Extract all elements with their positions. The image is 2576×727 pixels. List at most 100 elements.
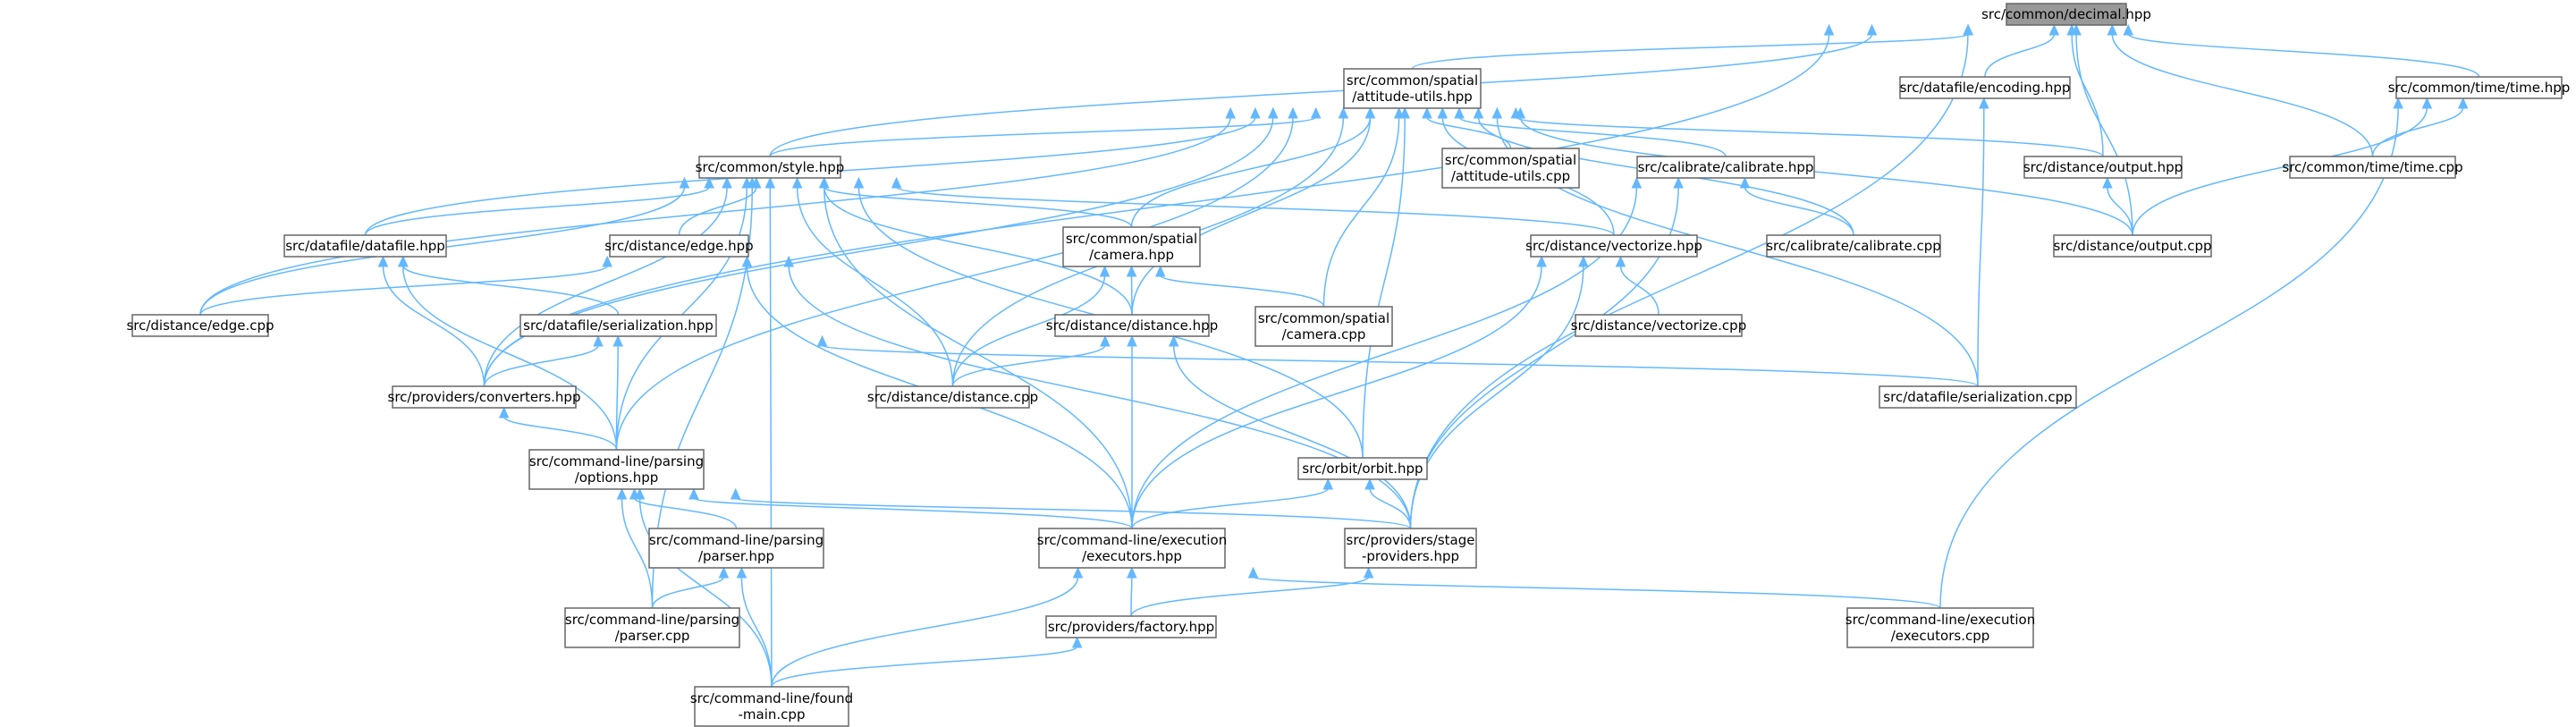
node-label-line: src/common/spatial	[1347, 72, 1478, 89]
arrowhead-icon	[1310, 106, 1322, 119]
node-parser-cpp[interactable]: src/command-line/parsing/parser.cpp	[564, 607, 740, 648]
node-out-cpp[interactable]: src/distance/output.cpp	[2053, 234, 2212, 258]
node-time-cpp[interactable]: src/common/time/time.cpp	[2282, 156, 2463, 179]
node-vec-cpp[interactable]: src/distance/vectorize.cpp	[1571, 314, 1746, 337]
arrowhead-icon	[722, 176, 732, 189]
node-edge-hpp[interactable]: src/distance/edge.hpp	[604, 234, 754, 258]
arrowhead-icon	[791, 176, 803, 189]
node-label-line: src/distance/output.cpp	[2053, 238, 2211, 254]
edge-line	[771, 646, 1078, 688]
arrowhead-icon	[1536, 255, 1547, 267]
node-box	[694, 686, 849, 727]
edge-cam_cpp-includes-au_hpp	[1322, 106, 1405, 308]
arrowhead-icon	[616, 487, 628, 500]
edge-out_hpp-includes-au_hpp	[1510, 106, 2104, 157]
node-orbit-hpp[interactable]: src/orbit/orbit.hpp	[1297, 457, 1428, 480]
node-box	[1343, 68, 1482, 109]
edge-main_cpp-includes-parser_hpp	[736, 566, 773, 688]
edge-style-includes-au_hpp	[769, 106, 1322, 157]
edge-line	[1744, 186, 1854, 236]
arrowhead-icon	[1739, 176, 1751, 189]
node-label-line: src/command-line/parsing	[649, 532, 823, 548]
edge-time_cpp-includes-decimal	[2107, 23, 2374, 157]
node-df-hpp[interactable]: src/datafile/datafile.hpp	[283, 234, 447, 258]
arrowhead-icon	[818, 176, 830, 189]
node-parser-hpp[interactable]: src/command-line/parsing/parser.hpp	[648, 528, 824, 569]
node-edge-cpp[interactable]: src/distance/edge.cpp	[126, 314, 274, 337]
arrowhead-icon	[1071, 636, 1083, 648]
node-stage-hpp[interactable]: src/providers/stage-providers.hpp	[1344, 528, 1477, 569]
node-main-cpp[interactable]: src/command-line/found-main.cpp	[690, 686, 853, 727]
arrowhead-icon	[1578, 255, 1589, 267]
edge-dist_cpp-includes-cam_hpp	[951, 265, 1111, 387]
node-dist-cpp[interactable]: src/distance/distance.cpp	[867, 385, 1038, 409]
node-label-line: src/common/style.hpp	[696, 159, 845, 175]
node-calib-cpp[interactable]: src/calibrate/calibrate.cpp	[1766, 234, 1941, 258]
edge-calib_cpp-includes-calib_hpp	[1739, 176, 1854, 236]
node-vec-hpp[interactable]: src/distance/vectorize.hpp	[1525, 234, 1702, 258]
edge-line	[823, 186, 1133, 316]
node-cam-cpp[interactable]: src/common/spatial/camera.cpp	[1254, 306, 1393, 347]
node-label-line: src/distance/distance.cpp	[867, 389, 1038, 405]
edge-line	[382, 265, 486, 387]
edge-factory_hpp-includes-exec_hpp	[1127, 566, 1137, 617]
edge-line	[796, 186, 954, 387]
node-opt-hpp[interactable]: src/command-line/parsing/options.hpp	[528, 449, 705, 490]
node-box	[1062, 226, 1201, 267]
edge-time_cpp-includes-time_hpp	[2371, 97, 2469, 157]
edge-line	[771, 576, 1079, 688]
node-decimal[interactable]: src/common/decimal.hpp	[1981, 3, 2151, 26]
arrowhead-icon	[1473, 106, 1484, 119]
node-label-line: src/providers/stage	[1347, 532, 1475, 548]
arrowhead-icon	[1338, 106, 1349, 119]
edge-line	[1619, 265, 1660, 316]
node-label-line: src/distance/vectorize.hpp	[1525, 238, 1702, 254]
node-calib-hpp[interactable]: src/calibrate/calibrate.hpp	[1636, 156, 1815, 179]
node-ser-hpp[interactable]: src/datafile/serialization.hpp	[519, 314, 717, 337]
node-exec-hpp[interactable]: src/command-line/execution/executors.hpp	[1037, 528, 1227, 569]
edge-dist_hpp-includes-cam_hpp	[1126, 265, 1137, 316]
node-cam-hpp[interactable]: src/common/spatial/camera.hpp	[1062, 226, 1201, 267]
arrowhead-icon	[1363, 566, 1374, 579]
edge-line	[615, 116, 1294, 451]
edge-line	[2111, 33, 2374, 157]
node-label-line: src/common/decimal.hpp	[1981, 6, 2151, 22]
node-label-line: src/common/spatial	[1445, 152, 1576, 168]
arrowhead-icon	[1268, 106, 1279, 119]
arrowhead-icon	[1454, 106, 1465, 119]
node-encoding[interactable]: src/datafile/encoding.hpp	[1899, 76, 2071, 99]
edge-edge_cpp-includes-edge_hpp	[199, 255, 612, 316]
edge-stage_hpp-includes-opt_hpp	[730, 487, 1412, 529]
node-out-hpp[interactable]: src/distance/output.hpp	[2023, 156, 2183, 179]
node-ser-cpp[interactable]: src/datafile/serialization.cpp	[1879, 385, 2077, 409]
node-dist-hpp[interactable]: src/distance/distance.hpp	[1046, 314, 1218, 337]
node-exec-cpp[interactable]: src/command-line/execution/executors.cpp	[1845, 607, 2035, 648]
node-au-hpp[interactable]: src/common/spatial/attitude-utils.hpp	[1343, 68, 1482, 109]
edge-line	[1131, 487, 1330, 529]
node-label-line: src/command-line/execution	[1037, 532, 1227, 548]
edge-edge_cpp-includes-au_hpp	[199, 106, 1236, 316]
edge-parser_hpp-includes-opt_hpp	[629, 487, 738, 529]
edge-parser_cpp-includes-opt_hpp	[616, 487, 654, 609]
edge-au_cpp-includes-au_hpp	[1422, 106, 1512, 149]
arrowhead-icon	[764, 176, 776, 189]
node-box	[1344, 528, 1477, 569]
edge-exec_hpp-includes-orbit_hpp	[1131, 478, 1334, 529]
node-time-hpp[interactable]: src/common/time/time.hpp	[2388, 76, 2571, 99]
node-factory-hpp[interactable]: src/providers/factory.hpp	[1045, 615, 1217, 638]
edge-line	[1131, 265, 1542, 529]
node-conv-hpp[interactable]: src/providers/converters.hpp	[388, 385, 581, 409]
node-box	[1045, 615, 1217, 638]
edge-stage_hpp-includes-orbit_hpp	[1364, 478, 1412, 529]
arrowhead-icon	[2102, 176, 2113, 189]
edge-line	[483, 186, 728, 387]
node-label-line: src/distance/edge.hpp	[604, 238, 753, 254]
node-au-cpp[interactable]: src/common/spatial/attitude-utils.cpp	[1441, 148, 1580, 189]
arrowhead-icon	[2048, 23, 2060, 36]
edge-dist_cpp-includes-dist_hpp	[951, 334, 1111, 387]
node-style[interactable]: src/common/style.hpp	[696, 156, 845, 179]
edge-time_hpp-includes-decimal	[2123, 23, 2480, 78]
node-label-line: /attitude-utils.cpp	[1451, 168, 1570, 184]
edge-line	[503, 416, 618, 451]
edge-line	[1519, 116, 2133, 236]
